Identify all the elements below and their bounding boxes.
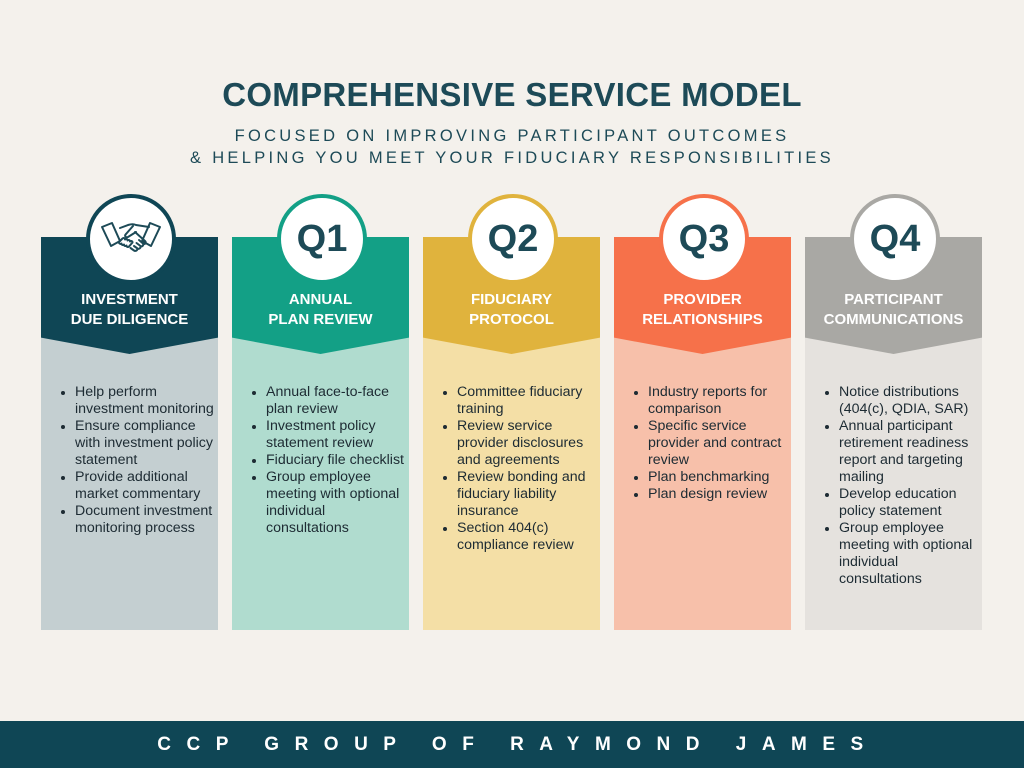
column-provider-relationships: Q3 PROVIDER RELATIONSHIPS Industry repor… [614, 194, 791, 630]
list-item: Review service provider disclosures and … [443, 418, 596, 469]
list-item: Notice distributions (404(c), QDIA, SAR) [825, 384, 978, 418]
column-title-line-1: PARTICIPANT [844, 291, 943, 308]
column-badge-circle: Q3 [659, 194, 749, 284]
list-item: Help perform investment monitoring [61, 384, 214, 417]
list-item: Committee fiduciary training [443, 384, 596, 418]
column-title-line-1: INVESTMENT [81, 291, 178, 308]
column-title-line-2: COMMUNICATIONS [823, 311, 964, 328]
list-item: Investment policy statement review [252, 418, 405, 452]
list-item: Plan design review [634, 486, 787, 503]
list-item: Annual face-to-face plan review [252, 384, 405, 418]
list-item: Fiduciary file checklist [252, 452, 404, 468]
column-bullet-list: Industry reports for comparison Specific… [614, 384, 791, 503]
column-title-line-2: PLAN REVIEW [268, 311, 373, 328]
column-title: INVESTMENT DUE DILIGENCE [41, 290, 218, 330]
column-badge-circle: Q1 [277, 194, 367, 284]
column-bullet-list: Annual face-to-face plan review Investme… [232, 384, 409, 537]
column-body [232, 304, 409, 630]
column-title: PARTICIPANT COMMUNICATIONS [805, 290, 982, 330]
column-title-line-2: RELATIONSHIPS [642, 311, 763, 328]
list-item: Group employee meeting with optional ind… [825, 520, 978, 588]
page-title: COMPREHENSIVE SERVICE MODEL [222, 76, 802, 113]
column-badge-circle: Q4 [850, 194, 940, 284]
list-item: Review bonding and fiduciary liability i… [443, 469, 596, 520]
column-badge-circle: Q2 [468, 194, 558, 284]
column-title-line-1: ANNUAL [288, 291, 353, 308]
column-title: FIDUCIARY PROTOCOL [423, 290, 600, 330]
column-body [41, 304, 218, 630]
subtitle-line-1: FOCUSED ON IMPROVING PARTICIPANT OUTCOME… [234, 127, 790, 145]
subtitle-line-2: & HELPING YOU MEET YOUR FIDUCIARY RESPON… [190, 149, 834, 167]
column-body [805, 304, 982, 630]
column-title-line-1: PROVIDER [663, 291, 742, 308]
column-body [423, 304, 600, 630]
column-title-line-2: PROTOCOL [469, 311, 554, 328]
list-item: Develop education policy statement [825, 486, 978, 520]
list-item: Industry reports for comparison [634, 384, 787, 418]
column-annual-plan-review: Q1 ANNUAL PLAN REVIEW Annual face-to-fac… [232, 194, 409, 630]
column-bullet-list: Notice distributions (404(c), QDIA, SAR)… [805, 384, 982, 588]
column-bullet-list: Help perform investment monitoring Ensur… [41, 384, 218, 537]
list-item: Group employee meeting with optional ind… [252, 469, 405, 537]
column-investment-due-diligence: INVESTMENT DUE DILIGENCE Help perform in… [41, 194, 218, 630]
column-badge-circle [86, 194, 176, 284]
column-title-line-2: DUE DILIGENCE [70, 311, 189, 328]
column-title: PROVIDER RELATIONSHIPS [614, 290, 791, 330]
column-bullet-list: Committee fiduciary training Review serv… [423, 384, 600, 554]
column-fiduciary-protocol: Q2 FIDUCIARY PROTOCOL Committee fiduciar… [423, 194, 600, 630]
column-title: ANNUAL PLAN REVIEW [232, 290, 409, 330]
column-body [614, 304, 791, 630]
list-item: Specific service provider and contract r… [634, 418, 787, 469]
handshake-icon [101, 222, 161, 252]
list-item: Plan benchmarking [634, 469, 787, 486]
list-item: Provide additional market commentary [61, 469, 214, 503]
column-title-line-1: FIDUCIARY [470, 291, 553, 308]
list-item: Document investment monitoring process [61, 503, 213, 536]
page-subtitle: FOCUSED ON IMPROVING PARTICIPANT OUTCOME… [0, 125, 1024, 169]
footer-banner: CCP GROUP OF RAYMOND JAMES [0, 721, 1024, 768]
list-item: Annual participant retirement readiness … [825, 418, 978, 486]
list-item: Ensure compliance with investment policy… [61, 418, 213, 468]
list-item: Section 404(c) compliance review [443, 520, 596, 554]
column-participant-communications: Q4 PARTICIPANT COMMUNICATIONS Notice dis… [805, 194, 982, 630]
